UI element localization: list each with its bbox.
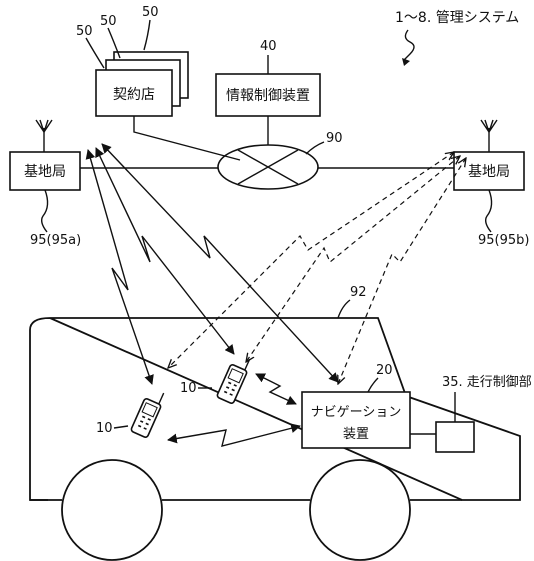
phone-center-ref: 10 bbox=[180, 381, 197, 396]
line-store-network bbox=[134, 116, 240, 160]
contract-store-label: 契約店 bbox=[113, 87, 155, 103]
contract-store-ref-1: 50 bbox=[76, 24, 93, 39]
base-station-right-ref: 95(95b) bbox=[478, 233, 529, 248]
antenna-left-icon bbox=[36, 120, 52, 152]
info-control-ref: 40 bbox=[260, 39, 277, 54]
network bbox=[218, 145, 318, 189]
phone-left-ref: 10 bbox=[96, 421, 113, 436]
info-control-label: 情報制御装置 bbox=[226, 88, 310, 104]
contract-store: 契約店 bbox=[96, 52, 188, 116]
leader-95b bbox=[486, 190, 492, 232]
leader-20 bbox=[368, 378, 378, 392]
drive-control-label: 35. 走行制御部 bbox=[442, 375, 532, 390]
contract-store-ref-2: 50 bbox=[100, 14, 117, 29]
link-right-station-navigation bbox=[338, 158, 466, 384]
base-station-left-label: 基地局 bbox=[24, 163, 66, 180]
link-phone-center-navigation bbox=[256, 374, 296, 404]
leader-95a bbox=[42, 190, 48, 232]
link-right-station-phone-left bbox=[168, 152, 454, 368]
phone-left-icon bbox=[130, 387, 166, 438]
link-phone-left-navigation bbox=[168, 426, 300, 446]
system-label-leader bbox=[404, 30, 414, 60]
base-station-right-label: 基地局 bbox=[468, 163, 510, 180]
vehicle-ref: 92 bbox=[350, 285, 367, 300]
leader-92 bbox=[338, 300, 350, 318]
system-label-leader-arrow bbox=[402, 58, 410, 66]
wheel-front bbox=[62, 460, 162, 560]
antenna-right-icon bbox=[481, 120, 497, 152]
leader-10-left bbox=[114, 426, 128, 428]
navigation-label-line1: ナビゲーション bbox=[311, 405, 402, 420]
navigation-label-line2: 装置 bbox=[343, 427, 369, 442]
contract-store-ref-3: 50 bbox=[142, 5, 159, 20]
leader-50-a bbox=[86, 38, 104, 68]
drive-control-box bbox=[436, 422, 474, 452]
system-label: 1～8. 管理システム bbox=[395, 10, 519, 26]
wheel-rear bbox=[310, 460, 410, 560]
leader-90 bbox=[306, 142, 324, 154]
network-ref: 90 bbox=[326, 131, 343, 146]
base-station-left-ref: 95(95a) bbox=[30, 233, 81, 248]
leader-50-c bbox=[144, 20, 150, 50]
navigation-ref: 20 bbox=[376, 363, 393, 378]
